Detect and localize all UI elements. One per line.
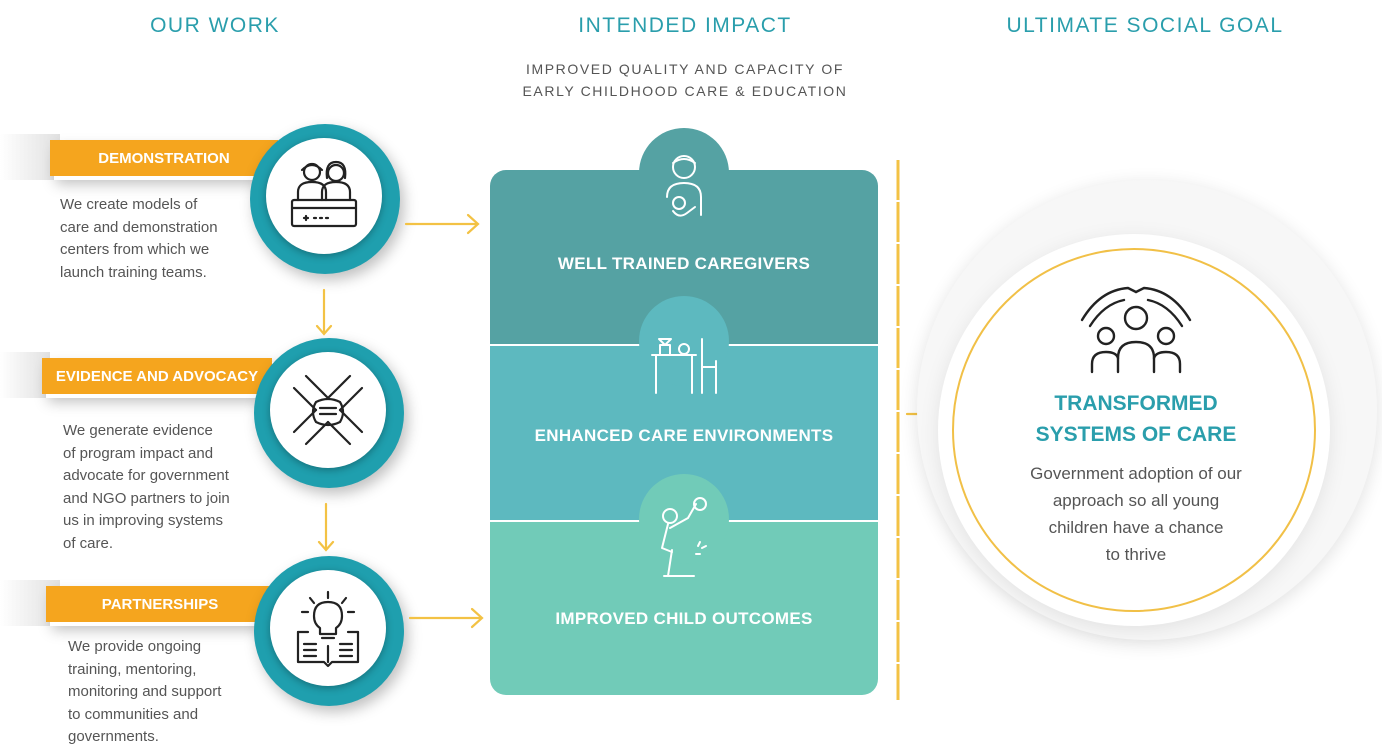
goal-title-line1: TRANSFORMED bbox=[1054, 392, 1218, 415]
tag-shadow bbox=[0, 352, 50, 398]
impact-subtitle-line1: IMPROVED QUALITY AND CAPACITY OF bbox=[525, 61, 845, 77]
goal-desc-line: to thrive bbox=[1105, 545, 1167, 564]
goal-desc-line: Government adoption of our bbox=[1030, 464, 1242, 483]
down-arrow-2 bbox=[317, 502, 335, 552]
impact-bump-1 bbox=[639, 128, 729, 218]
partnerships-tag: PARTNERSHIPS bbox=[46, 586, 274, 622]
impact-bump-2 bbox=[639, 296, 729, 394]
demonstration-circle bbox=[250, 124, 400, 274]
impact-label-1: WELL TRAINED CAREGIVERS bbox=[557, 254, 811, 273]
desc-line: care and demonstration bbox=[60, 218, 218, 236]
impact-label-3: IMPROVED CHILD OUTCOMES bbox=[555, 609, 813, 628]
evidence-advocacy-circle bbox=[254, 338, 404, 488]
playing-child-icon bbox=[661, 497, 707, 577]
desc-line: We provide ongoing bbox=[68, 638, 202, 655]
desc-line: advocate for government bbox=[63, 467, 229, 484]
partnerships-desc: We provide ongoing training, mentoring, … bbox=[68, 636, 221, 749]
evidence-advocacy-tag: EVIDENCE AND ADVOCACY bbox=[42, 358, 272, 394]
family-protecting-hands-icon bbox=[1080, 286, 1192, 374]
goal-title-line2: SYSTEMS OF CARE bbox=[1035, 423, 1237, 446]
desc-line: of program impact and bbox=[63, 444, 214, 462]
goal-desc: Government adoption of our approach so a… bbox=[984, 460, 1288, 568]
intended-impact-header: INTENDED IMPACT bbox=[578, 14, 792, 37]
desc-line: and NGO partners to join bbox=[63, 489, 230, 507]
divider-line bbox=[896, 160, 900, 700]
desc-line: governments. bbox=[68, 728, 159, 745]
desc-line: We generate evidence bbox=[63, 422, 213, 439]
lightbulb-book-icon bbox=[296, 590, 360, 668]
impact-bump-3 bbox=[639, 474, 729, 577]
desc-line: of care. bbox=[63, 534, 114, 552]
our-work-header: OUR WORK bbox=[150, 14, 280, 37]
right-arrow-1 bbox=[404, 213, 480, 235]
impact-panel: WELL TRAINED CAREGIVERS ENHANCED CARE EN… bbox=[490, 170, 878, 695]
demonstration-desc: We create models of care and demonstrati… bbox=[60, 194, 218, 284]
impact-label-2: ENHANCED CARE ENVIRONMENTS bbox=[534, 426, 834, 445]
partnerships-circle bbox=[254, 556, 404, 706]
desc-line: us in improving systems bbox=[63, 512, 224, 529]
impact-subtitle: IMPROVED QUALITY AND CAPACITY OF EARLY C… bbox=[470, 58, 900, 102]
joined-hands-icon bbox=[292, 374, 364, 446]
goal-inner-circle: TRANSFORMED SYSTEMS OF CARE Government a… bbox=[952, 248, 1316, 612]
right-arrow-2 bbox=[408, 607, 484, 629]
demonstration-icon-wrap bbox=[266, 138, 382, 254]
partnerships-icon-wrap bbox=[270, 570, 386, 686]
goal-desc-line: approach so all young bbox=[1052, 491, 1220, 510]
desc-line: We create models of bbox=[60, 196, 198, 213]
table-chair-toys-icon bbox=[651, 338, 717, 394]
evidence-advocacy-icon-wrap bbox=[270, 352, 386, 468]
desc-line: monitoring and support bbox=[68, 683, 222, 700]
desc-line: training, mentoring, bbox=[68, 660, 197, 678]
demonstration-tag: DEMONSTRATION bbox=[50, 140, 278, 176]
caregiver-baby-icon bbox=[666, 155, 702, 217]
desc-line: to communities and bbox=[68, 705, 199, 723]
teachers-desk-icon bbox=[290, 160, 358, 228]
goal-outer-circle: TRANSFORMED SYSTEMS OF CARE Government a… bbox=[917, 180, 1377, 640]
down-arrow-1 bbox=[315, 288, 333, 336]
goal-desc-line: children have a chance bbox=[1048, 518, 1224, 537]
ultimate-goal-header: ULTIMATE SOCIAL GOAL bbox=[1006, 14, 1284, 37]
evidence-advocacy-desc: We generate evidence of program impact a… bbox=[63, 420, 230, 555]
desc-line: centers from which we bbox=[60, 241, 210, 258]
impact-subtitle-line2: EARLY CHILDHOOD CARE & EDUCATION bbox=[522, 83, 848, 99]
desc-line: launch training teams. bbox=[60, 263, 207, 281]
